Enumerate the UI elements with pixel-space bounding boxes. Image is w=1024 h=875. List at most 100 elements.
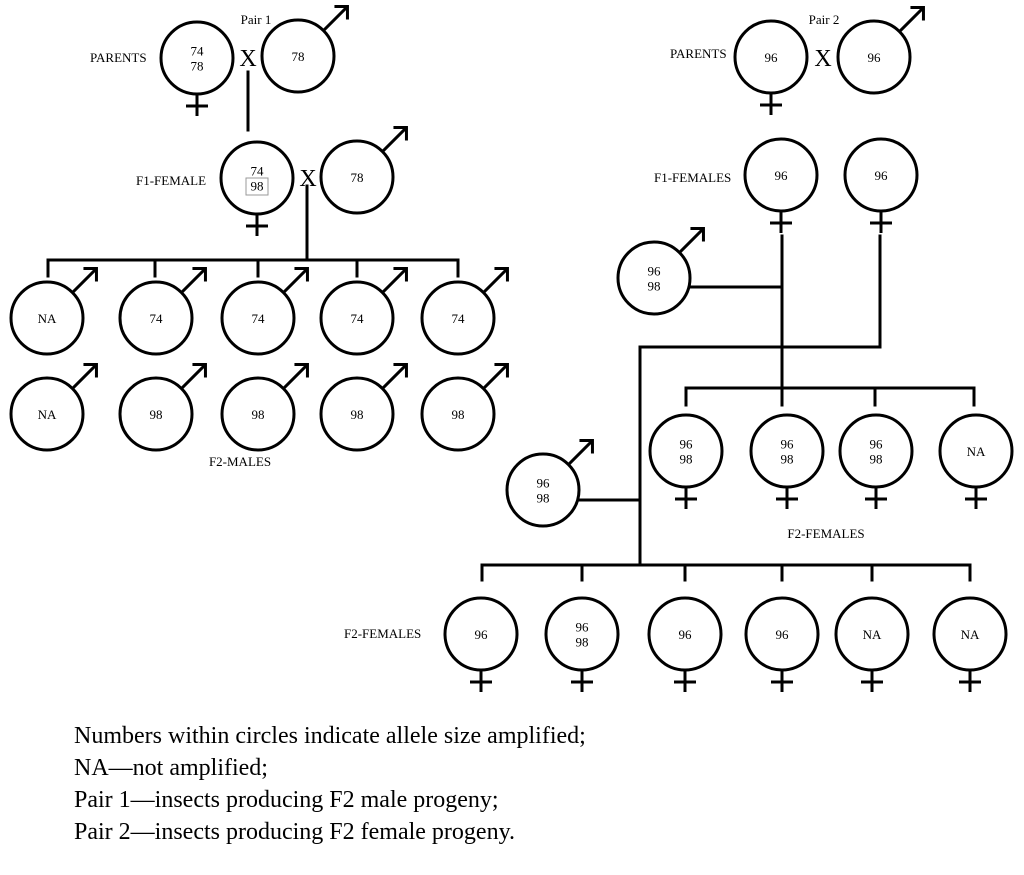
pair2-parents-label: PARENTS [670,46,727,61]
female-symbol-icon [186,94,208,116]
male-individual: 74 [220,267,309,356]
pair1-f1-label: F1-FEMALE [136,173,206,188]
allele-label: 98 [781,452,794,467]
individual-circle [319,139,395,215]
male-symbol-icon [71,363,98,390]
male-symbol-icon [482,363,509,390]
individual-circle [9,376,85,452]
pair2-f1-label: F1-FEMALES [654,170,731,185]
caption-line: NA—not amplified; [74,755,268,781]
pair2-f2-group1-label: F2-FEMALES [787,526,864,541]
individual-circle [616,240,692,316]
individual-circle [220,376,296,452]
pedigree-lines [46,70,976,582]
individual-circle [420,376,496,452]
allele-highlight-box [245,177,269,196]
individual-circle [836,19,912,95]
allele-label: 98 [252,407,265,422]
male-individual: 98 [420,363,509,452]
allele-label: 96 [868,50,882,65]
individual-circle [420,280,496,356]
allele-label: 74 [191,44,205,59]
male-individual: NA [9,363,98,452]
male-individual: 74 [420,267,509,356]
allele-label: NA [38,311,57,326]
male-symbol-icon [282,363,309,390]
allele-label: 96 [475,627,489,642]
allele-label: 96 [875,168,889,183]
female-symbol-icon [870,211,892,233]
allele-label: 98 [870,452,883,467]
individual-circle [319,280,395,356]
allele-label: 98 [351,407,364,422]
allele-label: 96 [765,50,779,65]
pair1-title: Pair 1 [241,12,272,27]
allele-label: 96 [775,168,789,183]
allele-label: 74 [252,311,266,326]
female-individual: 96 [843,137,919,233]
male-symbol-icon [381,363,408,390]
male-individual: 98 [319,363,408,452]
female-individual: 96 [443,596,519,692]
male-symbol-icon [180,267,207,294]
male-symbol-icon [322,5,349,32]
allele-label: 98 [576,635,589,650]
female-symbol-icon [760,93,782,115]
individual-circle [220,280,296,356]
male-symbol-icon [898,6,925,33]
male-symbol-icon [678,227,705,254]
allele-label: NA [38,407,57,422]
allele-label: 96 [776,627,790,642]
allele-label: 98 [251,179,264,194]
male-symbol-icon [381,126,408,153]
female-individual: 96 [743,137,819,233]
allele-label: 74 [251,164,265,179]
pair1-parents-cross: X [239,46,256,72]
allele-label: NA [961,627,980,642]
female-individual: NA [938,413,1014,509]
male-symbol-icon [71,267,98,294]
female-symbol-icon [771,670,793,692]
pair1-parents-label: PARENTS [90,50,147,65]
female-individual: 96 [744,596,820,692]
female-symbol-icon [959,670,981,692]
allele-label: 96 [870,437,884,452]
male-symbol-icon [381,267,408,294]
male-individual: 78 [260,5,349,94]
male-individual: 74 [319,267,408,356]
caption-line: Numbers within circles indicate allele s… [74,723,586,749]
allele-label: 74 [150,311,164,326]
female-individual: NA [834,596,910,692]
allele-label: 96 [576,620,590,635]
male-individual: 98 [118,363,207,452]
female-individual: 96 [733,19,809,115]
female-symbol-icon [675,487,697,509]
allele-label: 98 [537,491,550,506]
allele-label: NA [863,627,882,642]
male-symbol-icon [482,267,509,294]
allele-label: 78 [292,49,305,64]
female-individual: NA [932,596,1008,692]
pair2-parents-cross: X [814,46,831,72]
individual-circle [9,280,85,356]
pair1-f2-label: F2-MALES [209,454,271,469]
female-symbol-icon [470,670,492,692]
female-symbol-icon [770,211,792,233]
female-symbol-icon [674,670,696,692]
male-symbol-icon [282,267,309,294]
allele-label: 74 [452,311,466,326]
male-individual: 98 [220,363,309,452]
figure-caption: Numbers within circles indicate allele s… [74,720,974,848]
individual-circle [319,376,395,452]
individual-circle [260,18,336,94]
allele-label: 96 [679,627,693,642]
individual-circle [118,376,194,452]
